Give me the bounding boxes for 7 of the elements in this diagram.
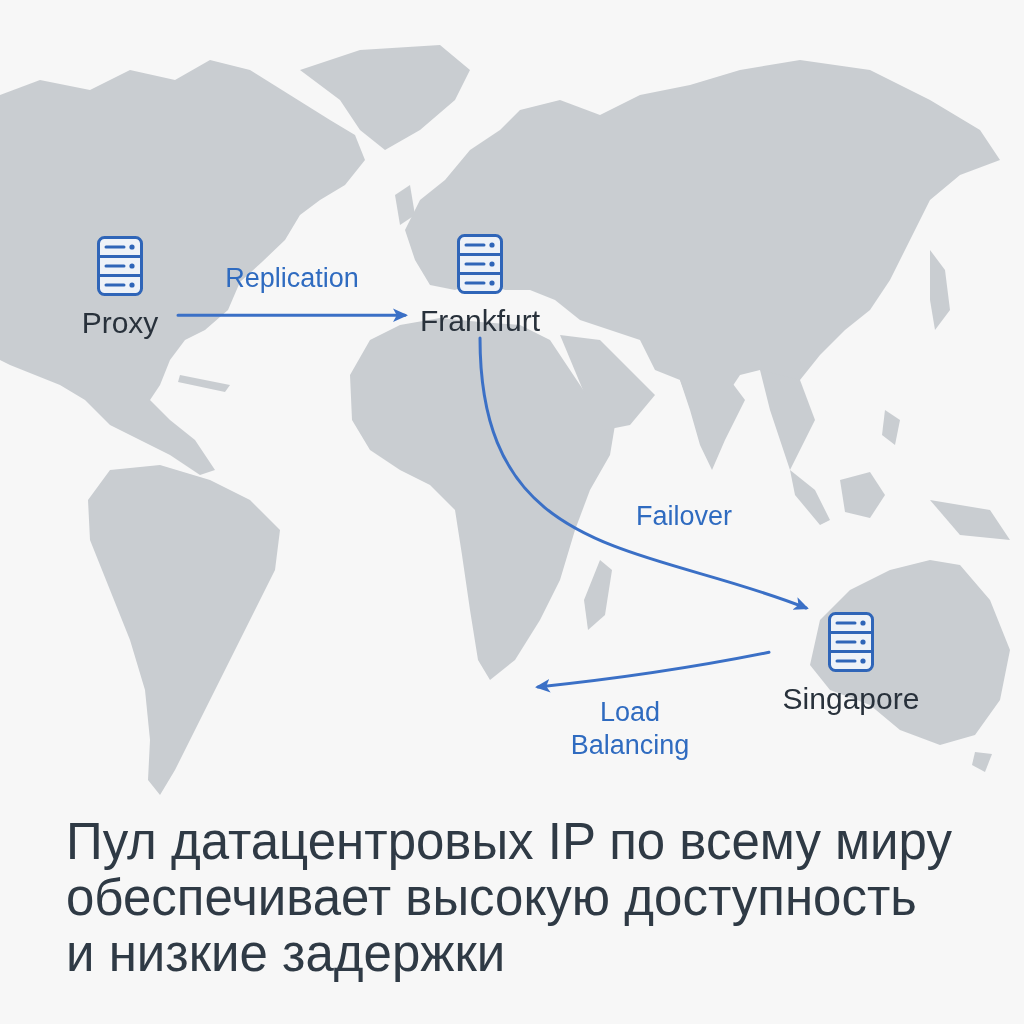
- edge-label: Load Balancing: [569, 696, 691, 762]
- location-label: Singapore: [782, 682, 920, 716]
- location-label: Frankfurt: [420, 304, 540, 338]
- caption: Пул датацентровых IP по всему миру обеспечивает высокую доступность и низкие задержки: [66, 814, 953, 982]
- location-label: Proxy: [81, 306, 159, 340]
- edge-label: Failover: [635, 500, 733, 533]
- edge-label: Replication: [224, 262, 360, 295]
